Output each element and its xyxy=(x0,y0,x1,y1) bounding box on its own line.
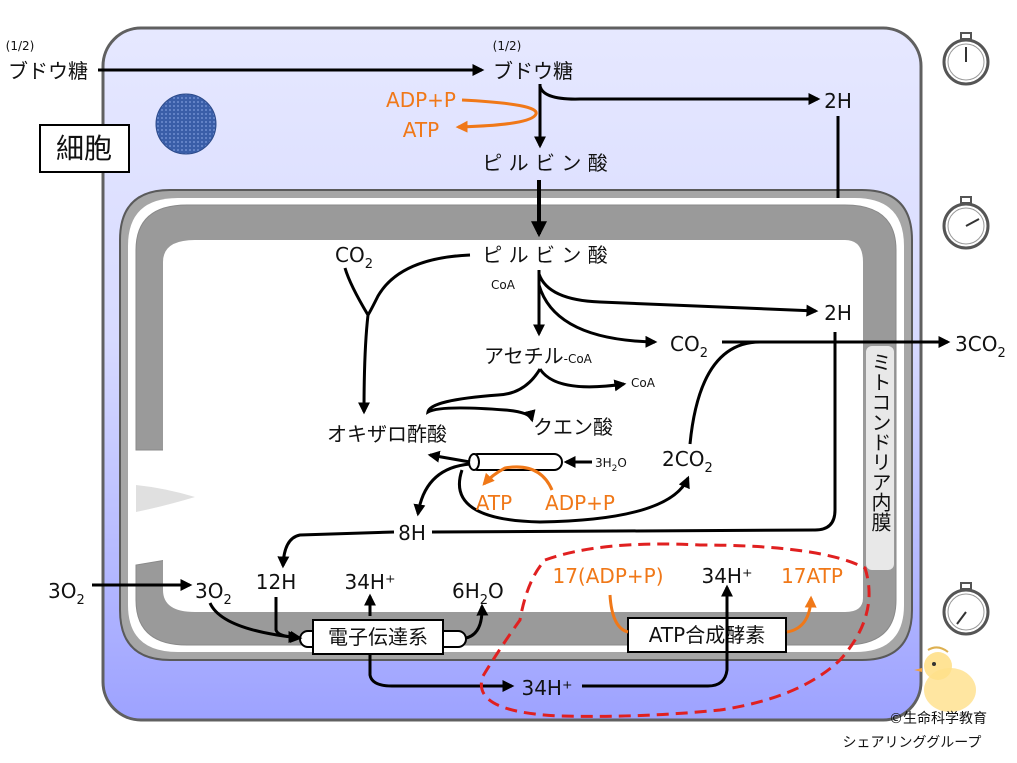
cell-label-box xyxy=(39,124,130,173)
cylinder-end xyxy=(468,453,480,471)
stopwatch-icon xyxy=(942,582,990,636)
atp-label-1: ATP xyxy=(403,118,439,142)
cell-label: 細胞 xyxy=(56,132,112,165)
credit-line-1: ©生命科学教育 xyxy=(889,710,987,727)
atp-arrow-2 xyxy=(482,465,554,491)
adp-p-label-2: ADP+P xyxy=(545,491,615,515)
co2-cycle-to-out-arrow xyxy=(688,340,761,445)
co2-top: CO2 xyxy=(335,243,373,272)
citrate: クエン酸 xyxy=(533,415,613,439)
co2-to-oxaloacetate-arrow xyxy=(343,267,371,415)
cylinder-to-co2-arrow xyxy=(457,469,690,524)
h2-mitochondria: 2H xyxy=(824,301,852,325)
atp-label-2: ATP xyxy=(476,491,512,515)
co2-mid: CO2 xyxy=(670,332,708,361)
pyruvate-cytoplasm: ピ ル ビ ン 酸 xyxy=(482,151,607,175)
co2-cycle: 2CO2 xyxy=(662,447,713,476)
h34-etc: 34H⁺ xyxy=(344,570,395,594)
etc-to-intermembrane-arrow xyxy=(368,655,515,692)
etc-box xyxy=(312,619,444,655)
coa-label-1: CoA xyxy=(491,278,516,292)
glycolysis-2h-arrow xyxy=(538,85,821,105)
crista-fold xyxy=(136,485,195,512)
atp-synthase-label: ATP合成酵素 xyxy=(649,623,765,647)
coa-release-arrow xyxy=(538,368,627,392)
pyruvate-co2-arrow xyxy=(537,284,658,348)
adp17-label: 17(ADP+P) xyxy=(552,564,663,588)
h2-to-8h-connector xyxy=(431,332,837,534)
membrane-label: ミトコンドリア内膜 xyxy=(868,352,892,532)
nucleus xyxy=(155,93,217,155)
o2-inside: 3O2 xyxy=(195,579,232,608)
synthase-to-atp17 xyxy=(786,595,817,634)
acetyl-coa: アセチル-CoA xyxy=(484,344,593,368)
intermembrane-to-synthase xyxy=(582,584,733,688)
h34-matrix: 34H⁺ xyxy=(701,564,752,588)
h8: 8H xyxy=(398,521,426,545)
oxaloacetate: オキザロ酢酸 xyxy=(327,422,447,446)
pyruvate-2h-arrow xyxy=(537,273,819,317)
water-output: 6H2O xyxy=(452,579,504,608)
adp17-to-synthase xyxy=(608,594,629,634)
co2-out: 3CO2 xyxy=(955,332,1006,361)
glucose-outside-fraction: (1/2) xyxy=(6,39,35,53)
stopwatch-icon xyxy=(942,196,990,250)
etc-to-water-arrow xyxy=(465,603,489,640)
credit-line-2: シェアリンググループ xyxy=(843,735,982,751)
coa-label-2: CoA xyxy=(631,376,656,390)
pyruvate-mitochondria: ピ ル ビ ン 酸 xyxy=(482,243,607,267)
atp-arrow-1 xyxy=(455,98,538,133)
acetyl-to-citrate-arrow xyxy=(425,368,542,423)
glucose-inside: ブドウ糖 xyxy=(493,59,573,83)
o2-outside: 3O2 xyxy=(48,579,85,608)
cylinder-to-8h-arrow xyxy=(413,462,471,517)
atp17-label: 17ATP xyxy=(781,564,843,588)
glucose-outside: ブドウ糖 xyxy=(8,59,88,83)
h8-to-12h-arrow xyxy=(277,530,395,569)
etc-label: 電子伝達系 xyxy=(328,625,428,649)
chick-mascot-icon xyxy=(914,646,976,712)
glucose-inside-fraction: (1/2) xyxy=(493,39,522,53)
h34-intermembrane: 34H⁺ xyxy=(521,676,572,700)
h2-cytoplasm: 2H xyxy=(824,89,852,113)
h12: 12H xyxy=(256,570,297,594)
membrane-label-box xyxy=(866,346,894,570)
atp-synthesis-dashed-outline xyxy=(479,542,871,718)
h12-to-etc-arrow xyxy=(274,597,301,643)
mitochondrion-matrix xyxy=(163,240,863,612)
citrate-to-oxaloacetate-arrow xyxy=(427,450,471,464)
adp-p-label-1: ADP+P xyxy=(386,88,456,112)
pyruvate-to-oxaloacetate-curve xyxy=(366,253,471,316)
stopwatch-icon xyxy=(942,32,990,86)
water-input: 3H2O xyxy=(595,456,627,474)
atp-synthase-box xyxy=(627,617,787,653)
